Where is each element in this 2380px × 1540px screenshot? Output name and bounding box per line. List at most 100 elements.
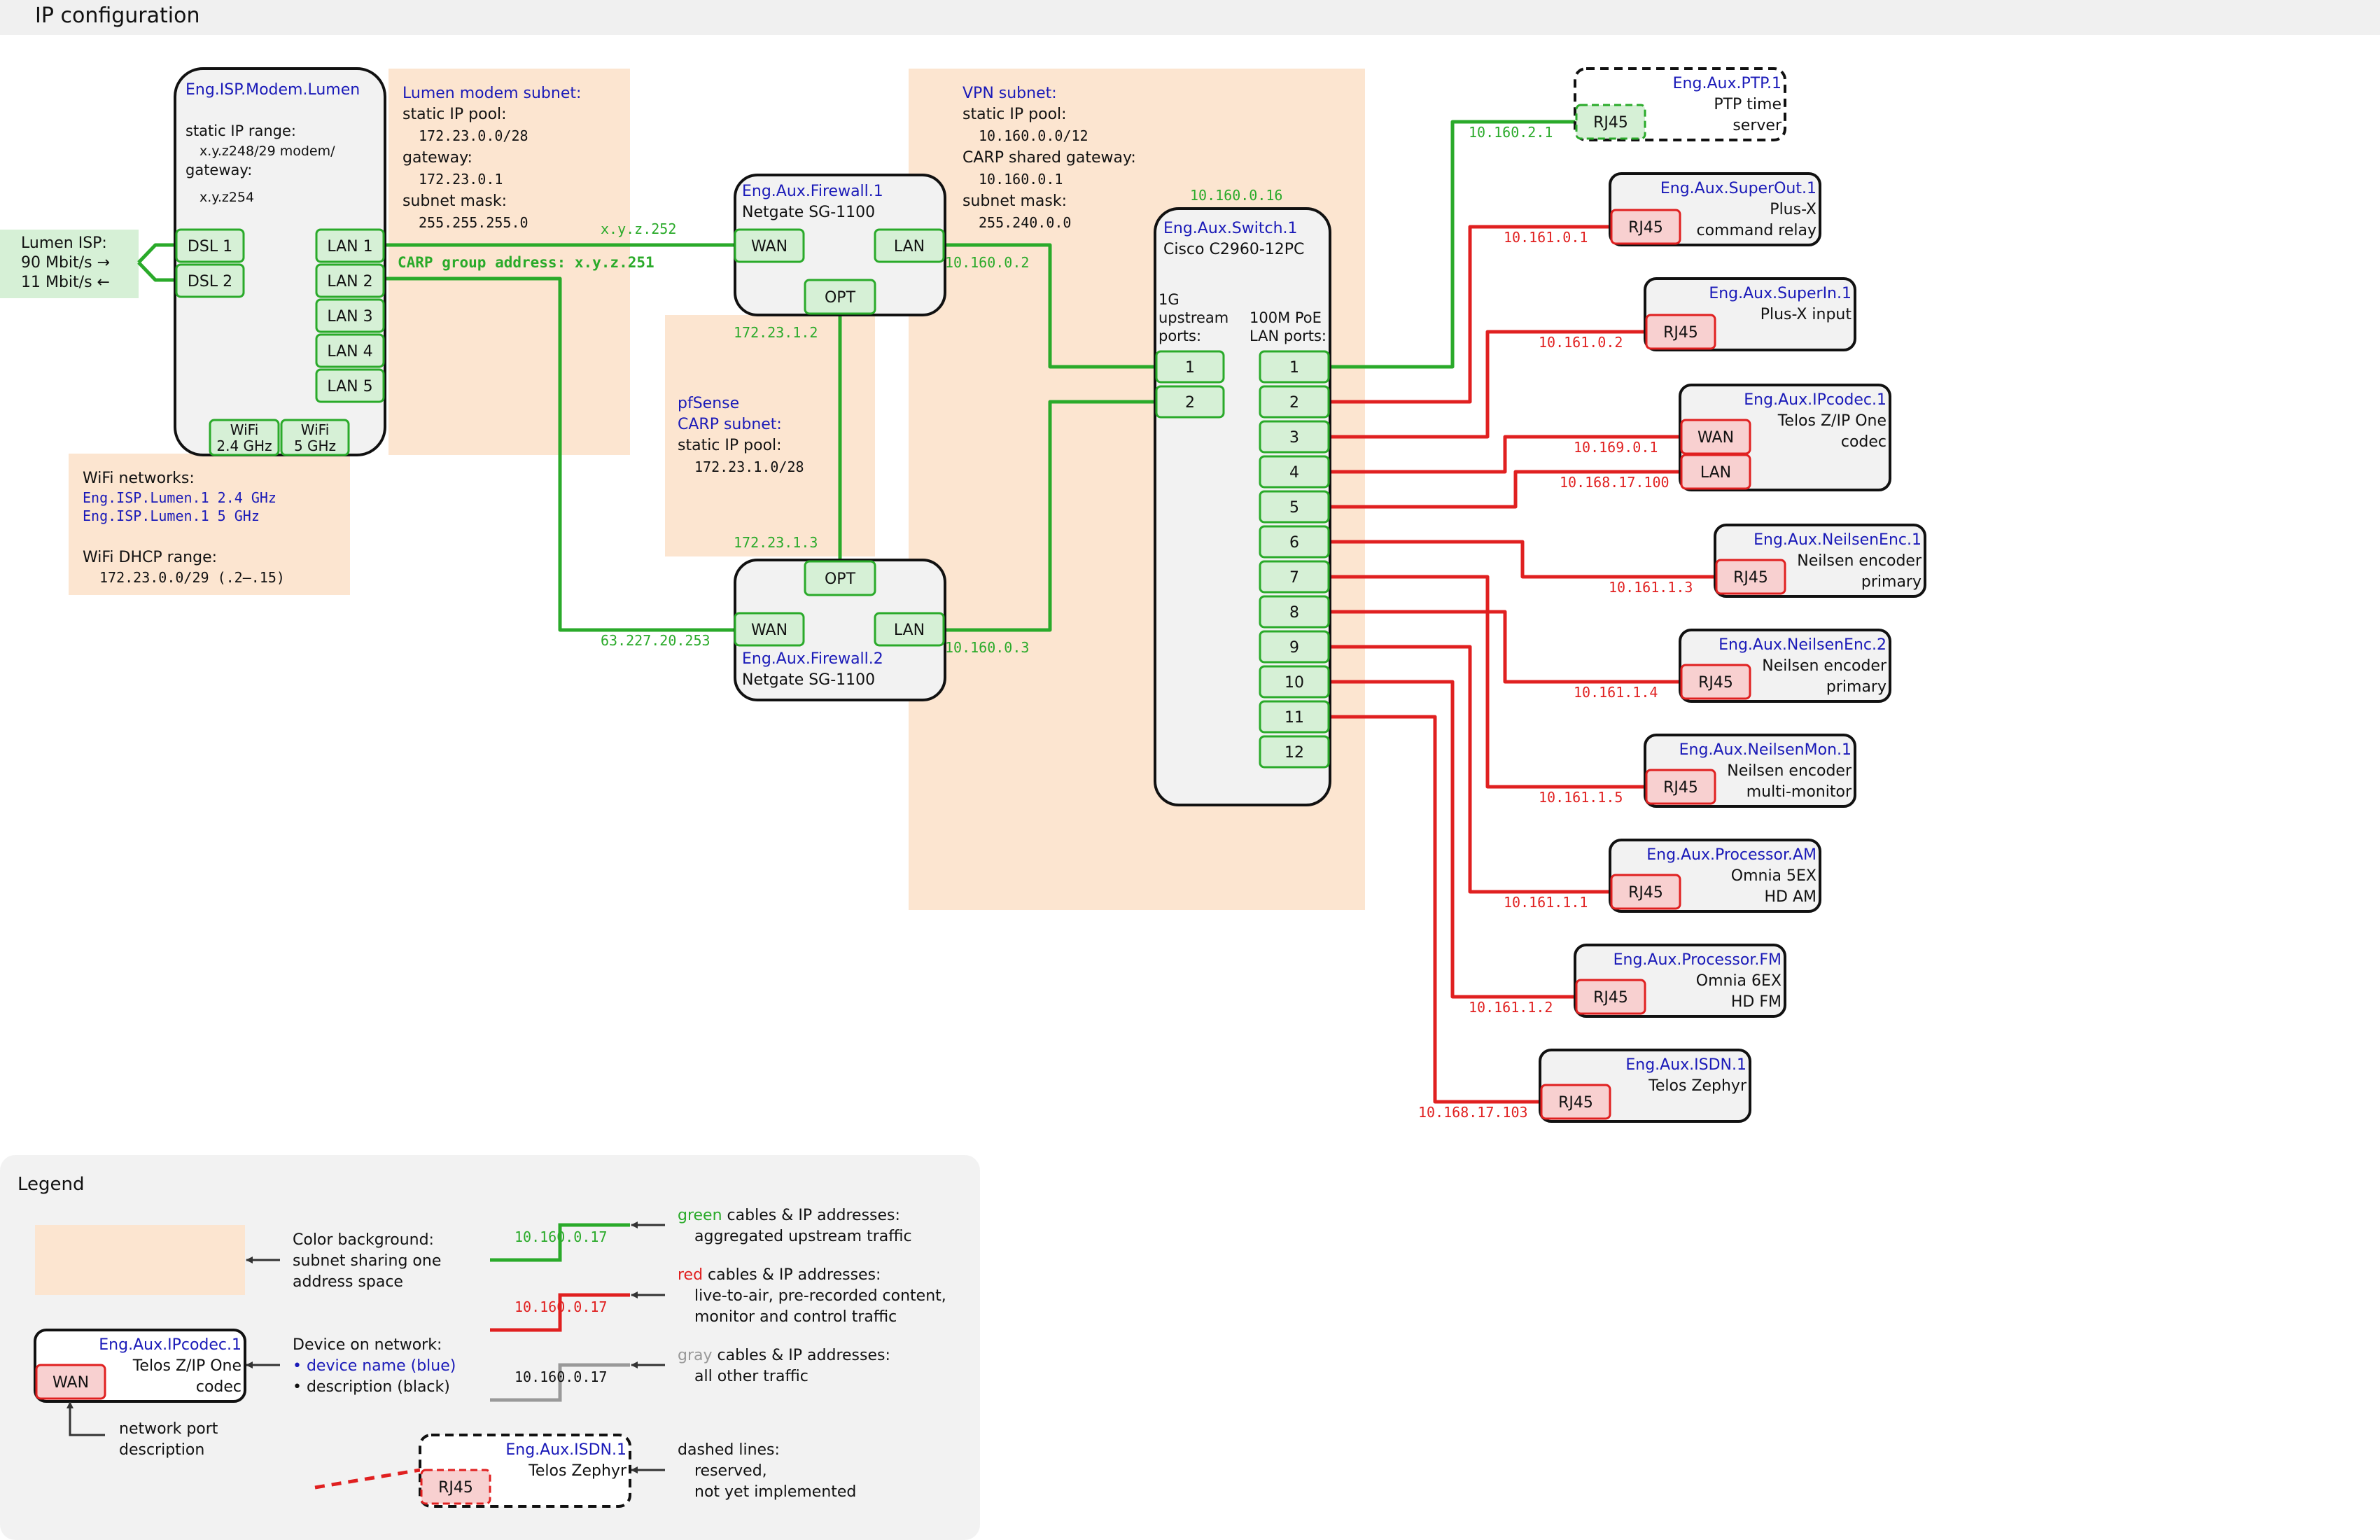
device-port-rj45[interactable]: RJ45	[1610, 209, 1681, 245]
switch-poe-port-10[interactable]: 10	[1259, 665, 1330, 699]
modem-info-line: x.y.z254	[200, 190, 254, 205]
device-port-rj45[interactable]: RJ45	[1610, 874, 1681, 910]
firewall-2-desc: Netgate SG-1100	[742, 671, 875, 689]
device-ipcodec: Eng.Aux.IPcodec.1 Telos Z/IP One codec W…	[1560, 384, 1891, 491]
modem-info-line: static IP range:	[186, 122, 296, 139]
device-port-rj45[interactable]: RJ45	[1575, 979, 1646, 1015]
ip-fw2-lan: 10.160.0.3	[945, 639, 1029, 656]
port-label: 2.4 GHz	[216, 438, 272, 454]
device-port-lan[interactable]: LAN	[1680, 454, 1751, 490]
port-label: WAN	[751, 238, 788, 255]
device-name: Eng.Aux.NeilsenEnc.1	[1754, 531, 1921, 549]
port-label: LAN 4	[327, 343, 372, 360]
modem-port-lan2[interactable]: LAN 2	[315, 263, 385, 298]
modem-port-dsl1[interactable]: DSL 1	[175, 228, 245, 263]
legend-gray-desc-2: all other traffic	[694, 1368, 808, 1385]
device-port-rj45[interactable]: RJ45	[1715, 559, 1786, 595]
port-label: 2	[1185, 394, 1195, 412]
legend-port-desc: network port	[119, 1420, 218, 1438]
port-label: RJ45	[1558, 1094, 1593, 1112]
device-port-rj45[interactable]: RJ45	[1540, 1084, 1611, 1120]
firewall-2-port-lan[interactable]: LAN	[874, 612, 945, 647]
switch-poe-port-3[interactable]: 3	[1259, 420, 1330, 454]
switch-poe-port-11[interactable]: 11	[1259, 700, 1330, 734]
page-title: IP configuration	[35, 4, 200, 28]
port-label: 8	[1289, 604, 1299, 622]
cable-poe11-isdn	[1330, 715, 1540, 1104]
device-ip: 10.161.0.1	[1504, 229, 1588, 246]
port-label: 1	[1185, 359, 1195, 377]
port-label: 7	[1289, 569, 1299, 587]
port-label: 5 GHz	[294, 438, 336, 454]
firewall-1-port-opt[interactable]: OPT	[804, 279, 876, 315]
modem-port-dsl2[interactable]: DSL 2	[175, 263, 245, 298]
device-desc: Telos Z/IP One	[1777, 412, 1886, 430]
switch-poe-port-5[interactable]: 5	[1259, 490, 1330, 524]
switch-poe-port-8[interactable]: 8	[1259, 595, 1330, 629]
modem-port-wifi-5[interactable]: WiFi 5 GHz	[280, 419, 350, 456]
cable-poe6-neilsenenc1	[1330, 540, 1715, 579]
port-label: LAN 1	[327, 238, 372, 255]
modem-port-lan5[interactable]: LAN 5	[315, 368, 385, 403]
switch-poe-port-4[interactable]: 4	[1259, 455, 1330, 489]
port-label: 11	[1284, 709, 1304, 727]
title-bar: IP configuration	[0, 0, 2380, 35]
switch-poe-port-2[interactable]: 2	[1259, 385, 1330, 419]
modem-name: Eng.ISP.Modem.Lumen	[186, 81, 360, 99]
modem-port-lan4[interactable]: LAN 4	[315, 333, 385, 368]
legend-device-text: • description (black)	[293, 1378, 450, 1396]
modem-port-lan3[interactable]: LAN 3	[315, 298, 385, 333]
switch-upstream-port-1[interactable]: 1	[1155, 350, 1225, 384]
switch-upstream-port-2[interactable]: 2	[1155, 385, 1225, 419]
switch-poe-port-6[interactable]: 6	[1259, 525, 1330, 559]
switch-poe-port-7[interactable]: 7	[1259, 560, 1330, 594]
modem-port-lan1[interactable]: LAN 1	[315, 228, 385, 263]
legend-red-desc: red cables & IP addresses:	[678, 1266, 881, 1284]
device-port-rj45[interactable]: RJ45	[1680, 664, 1751, 700]
device-port-rj45[interactable]: RJ45	[1645, 769, 1716, 805]
modem-info-line: x.y.z248/29 modem/	[200, 144, 335, 159]
device-ip: 10.168.17.103	[1418, 1104, 1528, 1121]
legend-dashed-cable	[314, 1468, 421, 1490]
isp-downstream: 90 Mbit/s →	[21, 254, 110, 272]
switch-poe-port-9[interactable]: 9	[1259, 630, 1330, 664]
device-port-rj45[interactable]: RJ45	[1645, 314, 1716, 350]
port-label: WiFi	[301, 421, 330, 438]
cable-poe8-neilsenenc2	[1330, 610, 1680, 684]
device-port-rj45[interactable]: RJ45	[1575, 104, 1646, 140]
switch-desc: Cisco C2960-12PC	[1163, 241, 1304, 258]
legend-dashed-desc: reserved,	[694, 1462, 767, 1480]
port-label: LAN	[894, 238, 925, 255]
device-isdn-1: Eng.Aux.ISDN.1 Telos Zephyr RJ45 10.168.…	[1418, 1049, 1751, 1123]
firewall-2-port-wan[interactable]: WAN	[734, 612, 805, 647]
device-ip: 10.161.1.3	[1609, 579, 1693, 596]
modem-port-wifi-24[interactable]: WiFi 2.4 GHz	[209, 419, 280, 456]
ip-switch: 10.160.0.16	[1190, 187, 1282, 204]
red-cables	[1330, 225, 1715, 1104]
port-label: RJ45	[1593, 114, 1628, 132]
switch-poe-port-1[interactable]: 1	[1259, 350, 1330, 384]
port-label: RJ45	[1628, 884, 1663, 902]
lumen-subnet-line: subnet mask:	[402, 192, 507, 210]
device-port-wan[interactable]: WAN	[1680, 419, 1751, 455]
legend-arrow	[66, 1401, 105, 1436]
device-ip: 10.161.0.2	[1539, 334, 1623, 351]
port-label: RJ45	[1628, 219, 1663, 237]
port-label: DSL 2	[188, 273, 232, 290]
switch-poe-port-12[interactable]: 12	[1259, 735, 1330, 769]
port-label: 5	[1289, 499, 1299, 517]
device-desc: Neilsen encoder	[1797, 552, 1922, 570]
subnet-bg-lumen	[388, 69, 630, 455]
device-desc: codec	[1841, 433, 1886, 451]
port-label: RJ45	[1733, 569, 1768, 587]
isp-label-box	[0, 230, 139, 298]
modem-info-line: gateway:	[186, 162, 252, 178]
device-desc: Omnia 6EX	[1696, 972, 1782, 990]
legend-bg-desc: Color background:	[293, 1231, 434, 1249]
device-name: Eng.Aux.IPcodec.1	[1744, 391, 1886, 409]
device-ip: 10.161.1.1	[1504, 894, 1588, 911]
device-desc: primary	[1861, 573, 1921, 591]
firewall-1-port-lan[interactable]: LAN	[874, 228, 945, 263]
firewall-1-port-wan[interactable]: WAN	[734, 228, 805, 263]
firewall-2-port-opt[interactable]: OPT	[804, 560, 876, 596]
